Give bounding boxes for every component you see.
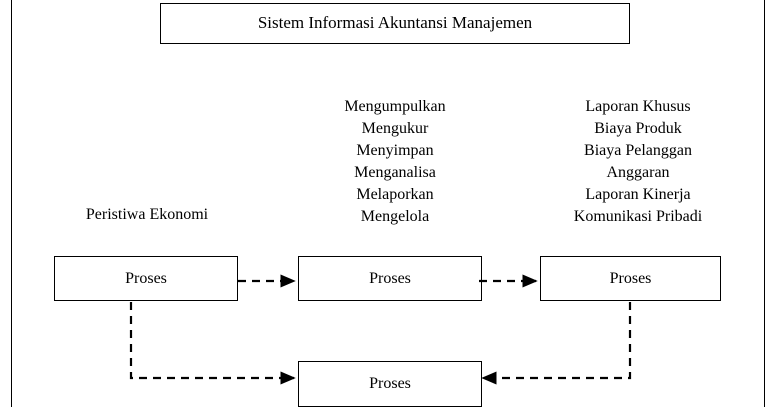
feedback-path-right [481,302,632,385]
process-box-2: Proses [298,256,482,301]
peristiwa-ekonomi-label: Peristiwa Ekonomi [85,206,209,223]
activities-item-4: Menganalisa [354,164,436,181]
outputs-column: Laporan Khusus Biaya Produk Biaya Pelang… [538,96,738,228]
process-box-3: Proses [540,256,721,301]
title-box: Sistem Informasi Akuntansi Manajemen [160,3,630,44]
outputs-item-6: Komunikasi Pribadi [573,208,703,225]
outputs-item-2: Biaya Produk [594,120,682,137]
page-border-right [764,0,765,407]
outputs-item-4: Anggaran [606,164,670,181]
process-box-4: Proses [298,361,482,407]
activities-item-5: Melaporkan [356,186,434,203]
outputs-item-3: Biaya Pelanggan [584,142,692,159]
activities-item-1: Mengumpulkan [344,98,446,115]
activities-item-2: Mengukur [361,120,429,137]
page-border-left [11,0,12,407]
outputs-item-1: Laporan Khusus [585,98,691,115]
process-box-1: Proses [54,256,238,301]
feedback-path-left [129,302,296,385]
activities-item-3: Menyimpan [356,142,434,159]
outputs-item-5: Laporan Kinerja [585,186,691,203]
activities-item-6: Mengelola [360,208,430,225]
activities-column: Mengumpulkan Mengukur Menyimpan Menganal… [295,96,495,228]
